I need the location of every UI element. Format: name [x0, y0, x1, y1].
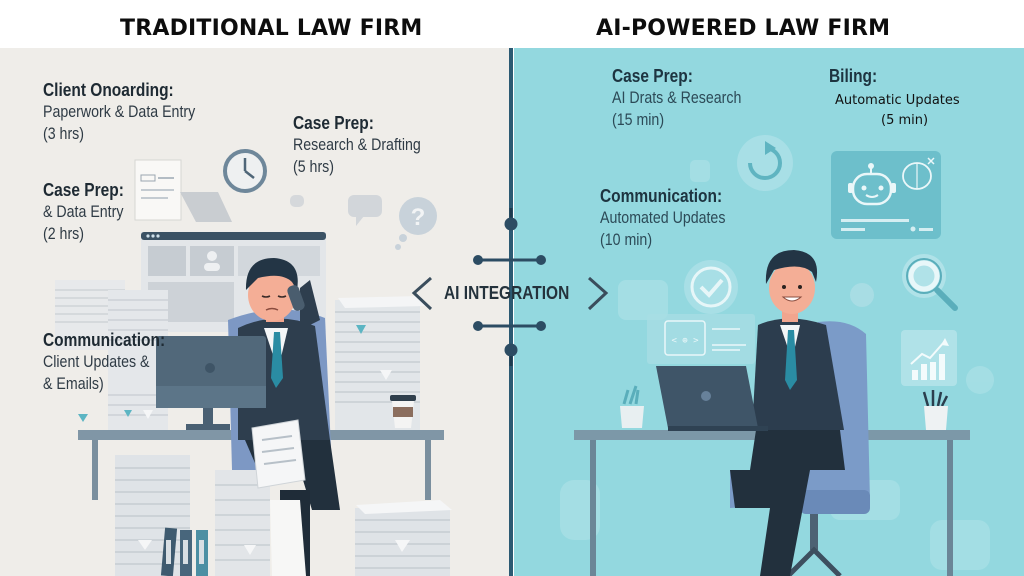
panel-divider — [509, 48, 513, 576]
step-heading: Case Prep: — [293, 113, 374, 133]
step-description: & Emails) — [43, 375, 104, 393]
step-duration: (5 hrs) — [293, 158, 334, 176]
step-heading: Client Onoarding: — [43, 80, 174, 100]
traditional-client-onboarding: Client Onoarding: Paperwork & Data Entry… — [43, 80, 220, 145]
step-duration: (3 hrs) — [43, 125, 84, 143]
traditional-communication: Communication: Client Updates & & Emails… — [43, 330, 185, 395]
step-description: Client Updates & — [43, 353, 150, 371]
ai-case-prep: Case Prep: AI Drats & Research (15 min) — [612, 66, 762, 131]
step-description: Automated Updates — [600, 209, 726, 227]
step-duration: (10 min) — [600, 231, 653, 249]
step-description: Research & Drafting — [293, 136, 421, 154]
step-description: AI Drats & Research — [612, 89, 742, 107]
step-heading: Case Prep: — [43, 180, 124, 200]
step-description: & Data Entry — [43, 203, 124, 221]
ai-billing: Biling: Automatic Updates (5 min) — [829, 66, 960, 131]
step-description: Automatic Updates — [835, 93, 960, 108]
step-heading: Communication: — [43, 330, 166, 350]
step-heading: Case Prep: — [612, 66, 693, 86]
ai-communication: Communication: Automated Updates (10 min… — [600, 186, 746, 251]
ai-integration-label: AI INTEGRATION — [444, 283, 570, 303]
step-duration: (5 min) — [881, 113, 929, 128]
traditional-case-prep-research: Case Prep: Research & Drafting (5 hrs) — [293, 113, 442, 178]
step-duration: (2 hrs) — [43, 225, 84, 243]
step-heading: Biling: — [829, 66, 878, 86]
step-heading: Communication: — [600, 186, 723, 206]
step-description: Paperwork & Data Entry — [43, 103, 196, 121]
title-traditional-law-firm: TRADITIONAL LAW FIRM — [120, 16, 423, 41]
step-duration: (15 min) — [612, 111, 665, 129]
traditional-case-prep-data-entry: Case Prep: & Data Entry (2 hrs) — [43, 180, 137, 245]
title-ai-powered-law-firm: AI-POWERED LAW FIRM — [596, 16, 891, 41]
